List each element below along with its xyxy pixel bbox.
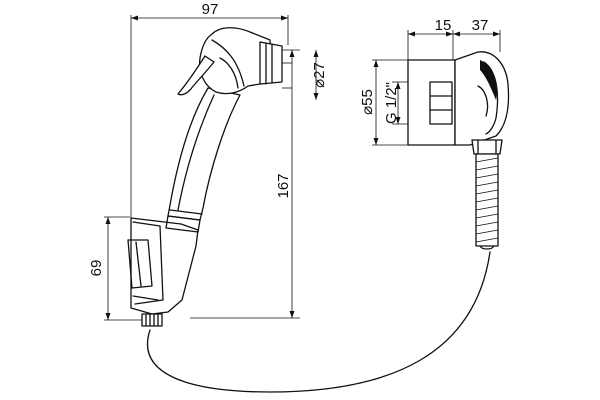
hose-swivel-nut: [471, 139, 503, 155]
dimension-bracket-diameter: ⌀55: [359, 59, 408, 146]
wall-holder: [130, 217, 199, 315]
hand-shower-view: 97 167 ⌀27 69: [88, 1, 491, 393]
dimension-label-thread-size: G 1/2": [383, 82, 400, 124]
dimension-overall-width: 97: [130, 1, 289, 230]
dimension-overall-length: 167: [190, 49, 300, 319]
dimension-label-head-diameter: ⌀27: [311, 62, 328, 88]
dimension-label-overall-length: 167: [275, 173, 292, 198]
hose-line: [147, 251, 491, 393]
dimension-head-diameter: ⌀27: [282, 50, 328, 100]
hand-shower-handle: [167, 87, 241, 221]
hose-connector: [141, 313, 163, 327]
bracket-wall-plate: [407, 59, 456, 146]
trigger-lever: [177, 55, 215, 96]
dimension-label-bracket-diameter: ⌀55: [359, 89, 376, 115]
dimension-label-bracket-depth: 37: [472, 17, 489, 34]
wall-bracket-view: 15 37 ⌀55 G 1/2": [359, 17, 510, 250]
dimension-label-holder-height: 69: [88, 260, 105, 277]
dimension-label-bracket-offset: 15: [435, 17, 452, 34]
dimension-label-overall-width: 97: [202, 1, 219, 18]
spray-nozzle: [259, 41, 283, 85]
